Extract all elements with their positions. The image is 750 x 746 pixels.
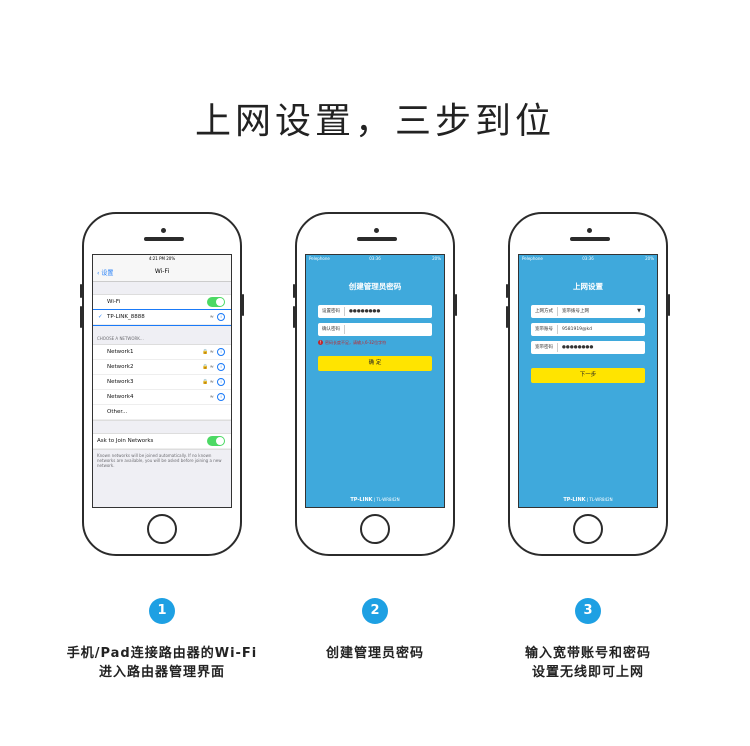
ask-group: Ask to Join Networks — [93, 433, 231, 450]
step-1-badge: 1 — [149, 598, 175, 624]
home-button[interactable] — [360, 514, 390, 544]
list-item[interactable]: Network1🔒 ≈i — [93, 345, 231, 360]
speaker-icon — [570, 237, 610, 241]
info-icon: i — [217, 313, 225, 321]
screen-title: 创建管理员密码 — [348, 282, 402, 291]
info-icon: i — [217, 378, 225, 386]
nav-title: Wi-Fi — [154, 268, 170, 275]
brand-footer: TP-LINK | TL-WR842N — [350, 497, 400, 503]
check-icon: ✓ — [98, 314, 103, 320]
lock-icon: 🔒 — [201, 379, 209, 385]
info-icon: i — [217, 393, 225, 401]
home-button[interactable] — [147, 514, 177, 544]
wifi-toggle-row[interactable]: Wi-Fi — [93, 295, 231, 310]
wifi-icon: ≈ — [209, 394, 214, 400]
confirm-password-field[interactable]: 确认密码 — [318, 323, 432, 336]
next-button[interactable]: 下一步 — [531, 368, 645, 383]
step-3-caption: 输入宽带账号和密码设置无线即可上网 — [524, 646, 651, 680]
status-bar: 4:21 PM 20% — [93, 255, 231, 263]
wifi-toggle[interactable] — [207, 297, 225, 307]
alert-icon: ! — [318, 340, 323, 345]
step-3-badge: 3 — [575, 598, 601, 624]
list-item[interactable]: Other... — [93, 405, 231, 420]
home-button[interactable] — [573, 514, 603, 544]
error-message: !密码长度不足，请输入6-32位字符 — [318, 340, 387, 345]
note-text: Known networks will be joined automatica… — [97, 453, 222, 468]
step-2-caption: 创建管理员密码 — [325, 646, 424, 661]
camera-icon — [374, 228, 379, 233]
brand-footer: TP-LINK | TL-WR842N — [563, 497, 613, 503]
info-icon: i — [217, 363, 225, 371]
list-item[interactable]: Network4≈i — [93, 390, 231, 405]
broadband-password-field[interactable]: 宽带密码●●●●●●●● — [531, 341, 645, 354]
connection-type-select[interactable]: 上网方式宽带拨号上网▼ — [531, 305, 645, 318]
lock-icon: 🔒 — [201, 349, 209, 355]
wifi-icon: ≈ — [209, 379, 214, 385]
connected-network-row[interactable]: ✓TP-LINK_8888≈i — [93, 309, 231, 326]
list-item[interactable]: Network3🔒 ≈i — [93, 375, 231, 390]
wifi-icon: ≈ — [209, 349, 214, 355]
network-list: Network1🔒 ≈i Network2🔒 ≈i Network3🔒 ≈i N… — [93, 344, 231, 421]
ask-toggle[interactable] — [207, 436, 225, 446]
camera-icon — [161, 228, 166, 233]
speaker-icon — [357, 237, 397, 241]
speaker-icon — [144, 237, 184, 241]
lock-icon: 🔒 — [201, 364, 209, 370]
confirm-button[interactable]: 确 定 — [318, 356, 432, 371]
nav-bar: ‹ 设置 Wi-Fi — [93, 263, 231, 282]
wifi-icon: ≈ — [209, 314, 214, 320]
set-password-field[interactable]: 设置密码●●●●●●●● — [318, 305, 432, 318]
back-button[interactable]: ‹ 设置 — [97, 270, 114, 277]
wifi-screen: 4:21 PM 20% ‹ 设置 Wi-Fi Wi-Fi ✓TP-LINK_88… — [92, 254, 232, 508]
phone-wifi: 4:21 PM 20% ‹ 设置 Wi-Fi Wi-Fi ✓TP-LINK_88… — [80, 212, 244, 556]
chevron-down-icon: ▼ — [637, 308, 641, 314]
wifi-group: Wi-Fi ✓TP-LINK_8888≈i — [93, 294, 231, 326]
page-title: 上网设置，三步到位 — [194, 101, 555, 142]
list-item[interactable]: Network2🔒 ≈i — [93, 360, 231, 375]
ask-join-row[interactable]: Ask to Join Networks — [93, 434, 231, 449]
screen-title: 上网设置 — [573, 282, 603, 291]
step-2-badge: 2 — [362, 598, 388, 624]
wifi-icon: ≈ — [209, 364, 214, 370]
info-icon: i — [217, 348, 225, 356]
camera-icon — [587, 228, 592, 233]
section-header: CHOOSE A NETWORK... — [97, 336, 144, 341]
